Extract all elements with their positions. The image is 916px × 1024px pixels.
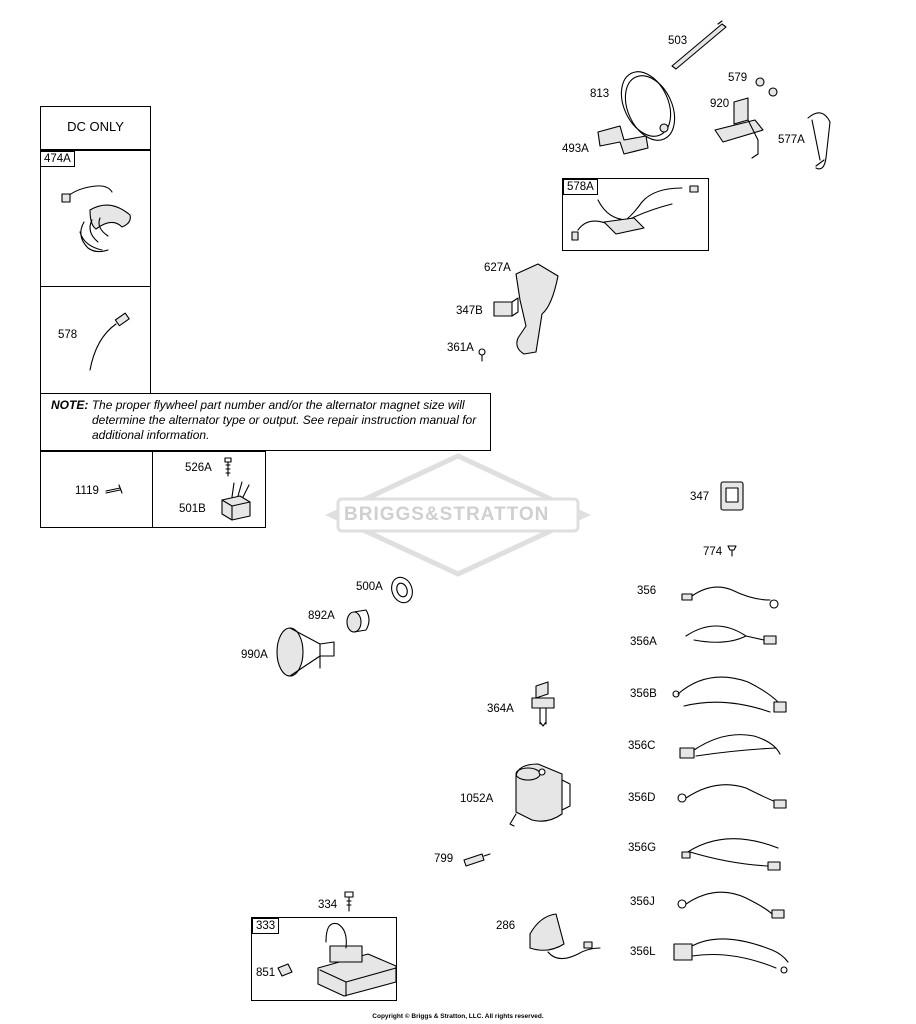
wire-356J-illustration: [677, 891, 785, 919]
part-label-364A: 364A: [487, 703, 514, 715]
switch-347B-illustration: [493, 297, 519, 317]
switch-364A-illustration: [531, 681, 555, 727]
group-box-578A: [562, 178, 709, 251]
part-label-334: 334: [318, 899, 338, 911]
screw-361A-illustration: [478, 348, 486, 362]
part-tag-333: 333: [252, 918, 280, 934]
wire-356B-illustration: [672, 676, 787, 713]
part-label-356: 356: [637, 585, 657, 597]
wire-356D-illustration: [677, 784, 787, 809]
wire-356G-illustration: [681, 838, 781, 871]
part-label-578: 578: [58, 329, 78, 341]
screw-1119-illustration: [105, 484, 123, 494]
watermark-text: BRIGGS&STRATTON: [344, 504, 550, 525]
part-label-356B: 356B: [630, 688, 657, 700]
stator-illustration: [61, 185, 131, 253]
part-label-851: 851: [256, 967, 276, 979]
screw-526A-illustration: [224, 457, 232, 477]
part-label-1119: 1119: [75, 485, 99, 497]
wire-578-illustration: [89, 312, 130, 371]
part-label-990A: 990A: [241, 649, 268, 661]
part-label-1052A: 1052A: [460, 793, 494, 805]
part-label-356G: 356G: [628, 842, 657, 854]
strap-503-illustration: [671, 20, 727, 70]
part-label-493A: 493A: [562, 143, 589, 155]
part-label-579: 579: [728, 72, 748, 84]
screw-334-illustration: [344, 891, 354, 912]
dc-only-header: DC ONLY: [40, 106, 151, 150]
part-label-361A: 361A: [447, 342, 474, 354]
stud-799-illustration: [463, 853, 491, 867]
part-label-356J: 356J: [630, 896, 655, 908]
part-label-356L: 356L: [630, 946, 656, 958]
note-label: NOTE:: [51, 398, 89, 412]
band-813-illustration: [620, 71, 676, 141]
part-286-illustration: [529, 913, 601, 960]
bracket-493A-illustration: [597, 125, 649, 155]
part-label-356C: 356C: [628, 740, 656, 752]
bushing-892A-illustration: [346, 609, 370, 633]
part-label-813: 813: [590, 88, 610, 100]
harness-578A-illustration: [571, 185, 699, 241]
part-label-627A: 627A: [484, 262, 511, 274]
part-label-356A: 356A: [630, 636, 657, 648]
watermark-logo: [325, 453, 591, 577]
part-label-577A: 577A: [778, 134, 805, 146]
wire-356A-illustration: [685, 625, 777, 645]
wire-356-illustration: [681, 586, 779, 609]
nut-579-illustration: [755, 77, 778, 97]
copyright-text: Copyright © Briggs & Stratton, LLC. All …: [372, 1013, 544, 1020]
screw-774-illustration: [727, 545, 737, 557]
washer-500A-illustration: [391, 576, 413, 604]
part-label-799: 799: [434, 853, 454, 865]
solenoid-1052A-illustration: [509, 763, 571, 827]
knob-990A-illustration: [276, 627, 335, 677]
rectifier-501B-illustration: [221, 481, 251, 521]
part-label-356D: 356D: [628, 792, 656, 804]
note-text: The proper flywheel part number and/or t…: [91, 398, 477, 442]
part-tag-474A: 474A: [40, 151, 75, 167]
part-577A-illustration: [807, 112, 831, 170]
bracket-627A-illustration: [515, 263, 559, 355]
wire-356C-illustration: [679, 734, 781, 759]
part-label-920: 920: [710, 98, 730, 110]
group-box-333: [251, 917, 397, 1001]
part-label-774: 774: [703, 546, 723, 558]
part-label-526A: 526A: [185, 462, 212, 474]
part-label-347: 347: [690, 491, 710, 503]
part-label-347B: 347B: [456, 305, 483, 317]
part-tag-578A: 578A: [563, 179, 598, 195]
part-label-286: 286: [496, 920, 516, 932]
part-label-501B: 501B: [179, 503, 206, 515]
coil-333-illustration: [317, 922, 397, 997]
note-box: NOTE: The proper flywheel part number an…: [40, 393, 491, 451]
part-label-892A: 892A: [308, 610, 335, 622]
part-label-500A: 500A: [356, 581, 383, 593]
key-switch-347-illustration: [720, 481, 744, 511]
part-label-503: 503: [668, 35, 688, 47]
clip-851-illustration: [277, 963, 293, 977]
bracket-920-illustration: [714, 97, 764, 159]
wire-356L-illustration: [673, 938, 789, 974]
